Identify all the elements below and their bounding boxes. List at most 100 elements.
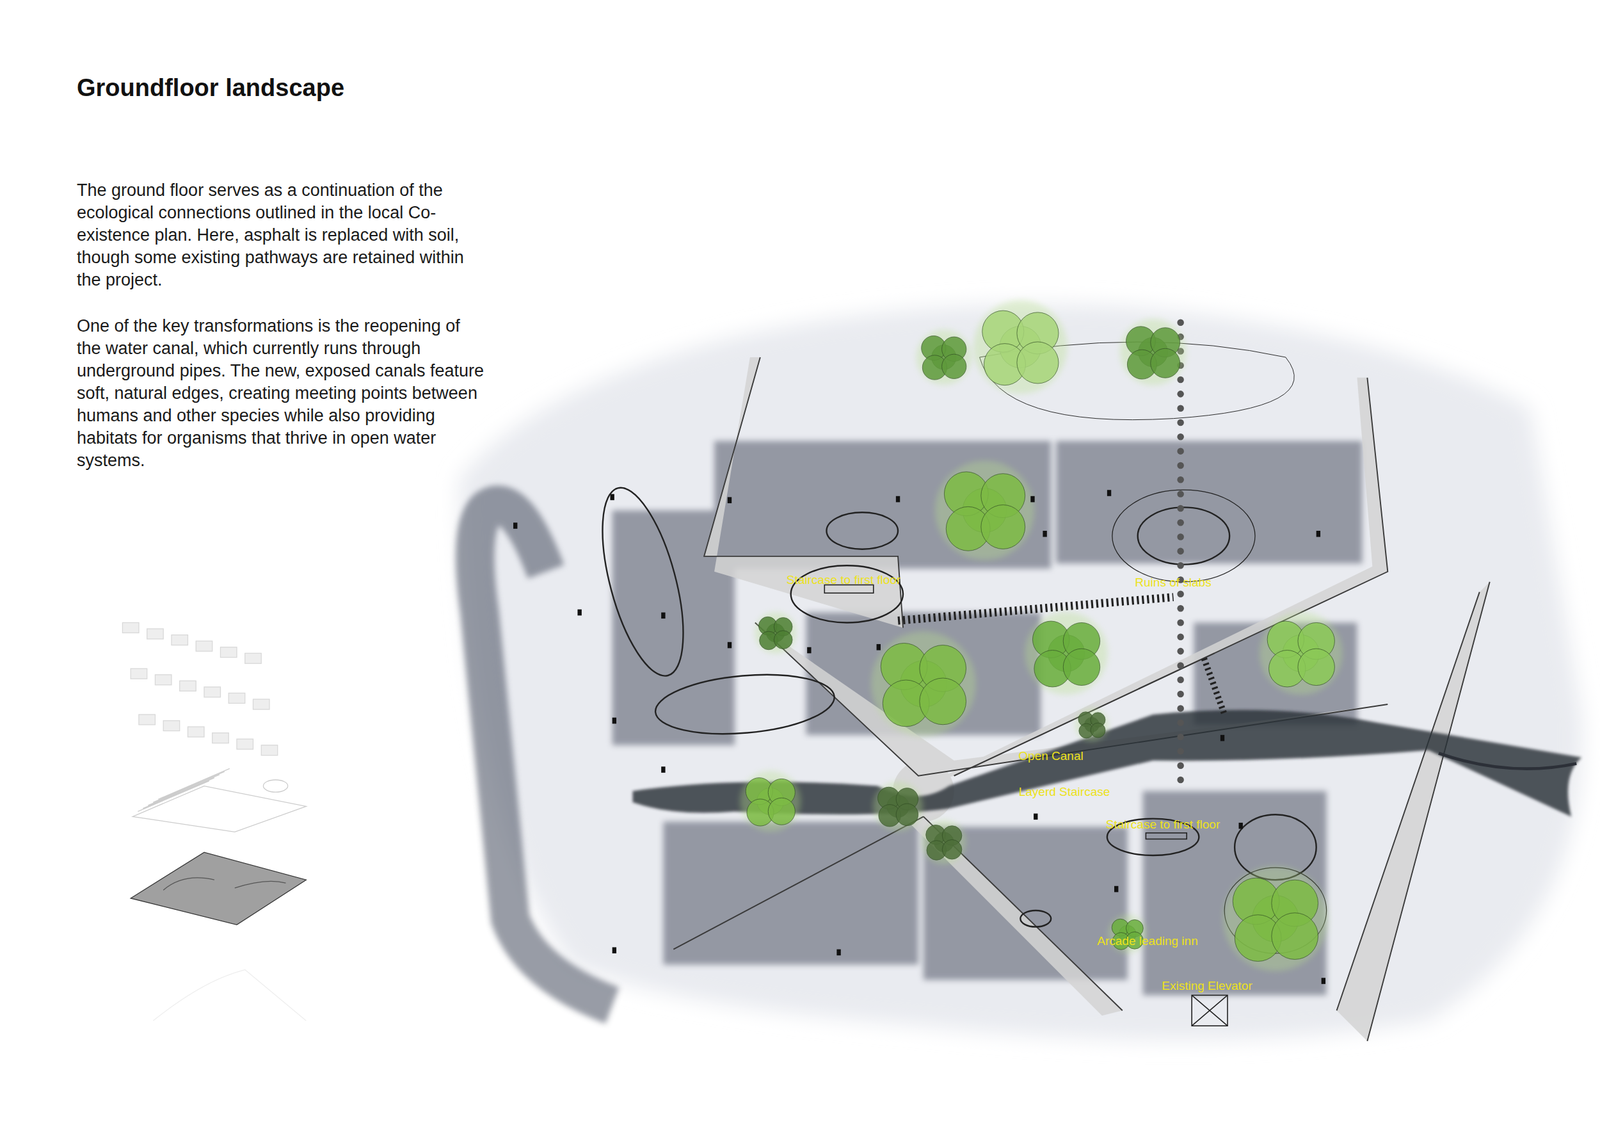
iso-block xyxy=(187,726,205,737)
axis-dot xyxy=(1176,319,1184,327)
plan-label: Ruins of slabs xyxy=(1134,575,1211,590)
axis-dot xyxy=(1176,490,1184,498)
column-mark xyxy=(727,496,732,504)
tree-halo xyxy=(871,631,976,736)
axis-dot xyxy=(1176,633,1184,641)
axis-dot xyxy=(1176,504,1184,512)
axis-dot xyxy=(1176,419,1184,427)
path-edge xyxy=(673,357,1490,1041)
tree-halo xyxy=(739,770,801,832)
tree-halo xyxy=(1075,707,1109,742)
plan-label: Staircase to first floor xyxy=(786,572,901,587)
axis-dot xyxy=(1176,404,1184,412)
column-mark xyxy=(609,494,614,501)
column-mark xyxy=(876,643,881,651)
tree-crown xyxy=(896,803,918,825)
tree-halo xyxy=(935,460,1035,560)
iso-block xyxy=(252,698,270,710)
axis-dot xyxy=(1176,519,1184,527)
column-mark xyxy=(513,522,518,529)
trees xyxy=(739,300,1343,971)
body-text: The ground floor serves as a continuatio… xyxy=(76,179,487,292)
column-mark xyxy=(727,641,732,649)
left-band xyxy=(474,504,612,1006)
iso-block xyxy=(154,674,172,685)
tree-crown xyxy=(1150,348,1181,378)
tree-halo xyxy=(1223,865,1328,971)
axis-dot xyxy=(1176,647,1184,655)
page-title: Groundfloor landscape xyxy=(76,74,345,102)
column-mark xyxy=(896,496,900,503)
axis-dot xyxy=(1176,718,1184,726)
plan-label: Layerd Staircase xyxy=(1018,784,1111,799)
ground-wash xyxy=(459,304,1583,1040)
axis-dot xyxy=(1176,476,1184,484)
column-mark xyxy=(1107,489,1112,496)
column-mark xyxy=(1220,734,1225,742)
tree-crown xyxy=(981,504,1026,550)
tree-crown xyxy=(1090,722,1106,738)
tree-halo xyxy=(921,819,966,864)
tree-crown xyxy=(942,353,967,379)
tree-crown xyxy=(919,677,967,725)
column-mark xyxy=(513,489,1326,984)
iso-block xyxy=(212,732,230,744)
iso-block xyxy=(261,744,278,756)
tree-crown xyxy=(773,630,793,649)
axis-dot xyxy=(1176,376,1184,384)
column-mark xyxy=(1030,496,1035,503)
plan-label: Existing Elevator xyxy=(1161,978,1253,993)
axonometric-stack xyxy=(122,622,306,1021)
body-text: One of the key transformations is the re… xyxy=(76,314,487,472)
column-mark xyxy=(807,647,811,654)
canal-outlet xyxy=(1438,753,1577,769)
axis-dot xyxy=(1176,661,1184,669)
iso-block xyxy=(163,720,180,731)
staircase xyxy=(824,584,1187,839)
plan-label: Arcade leading inn xyxy=(1096,933,1198,948)
column-mark xyxy=(1042,530,1047,537)
column-mark xyxy=(1239,822,1243,829)
column-mark xyxy=(1316,530,1321,537)
axis-dot xyxy=(1176,590,1184,598)
tree-halo xyxy=(754,611,797,654)
column-mark xyxy=(1033,813,1038,820)
axis-dot xyxy=(1176,561,1184,569)
axis-dot xyxy=(1176,547,1184,555)
plan-label: Staircase to first floor xyxy=(1105,817,1220,832)
column-mark xyxy=(612,946,617,953)
column-mark xyxy=(577,609,582,616)
axis-dot xyxy=(1176,761,1184,769)
column-mark xyxy=(1321,977,1326,984)
iso-block xyxy=(147,628,164,639)
elevator-symbol xyxy=(1191,994,1228,1026)
axis-dot xyxy=(1176,390,1184,398)
pathway xyxy=(704,357,1490,1041)
iso-block xyxy=(138,714,156,725)
dotted-axis xyxy=(1176,319,1184,784)
tree-halo xyxy=(872,781,923,831)
column-mark xyxy=(661,766,665,773)
contour-line xyxy=(586,341,1327,953)
slab-ruins xyxy=(897,597,1174,621)
iso-block xyxy=(228,692,246,703)
tree-crown xyxy=(1016,341,1059,384)
tree-halo xyxy=(1120,318,1186,385)
axis-dot xyxy=(1176,618,1184,626)
axis-dot xyxy=(1176,675,1184,683)
step-ruins xyxy=(1203,657,1225,715)
tree-crown xyxy=(768,797,795,825)
tree-crown xyxy=(1271,912,1319,960)
iso-block xyxy=(179,680,197,691)
axis-dot xyxy=(1176,447,1184,455)
tree-crown xyxy=(1063,648,1100,685)
iso-block xyxy=(130,668,148,679)
tree-halo xyxy=(973,300,1067,394)
column-mark xyxy=(836,949,841,956)
iso-block xyxy=(245,652,262,664)
iso-block xyxy=(236,738,254,749)
axis-dot xyxy=(1176,747,1184,755)
tree-crown xyxy=(942,839,962,859)
iso-block xyxy=(122,622,139,633)
